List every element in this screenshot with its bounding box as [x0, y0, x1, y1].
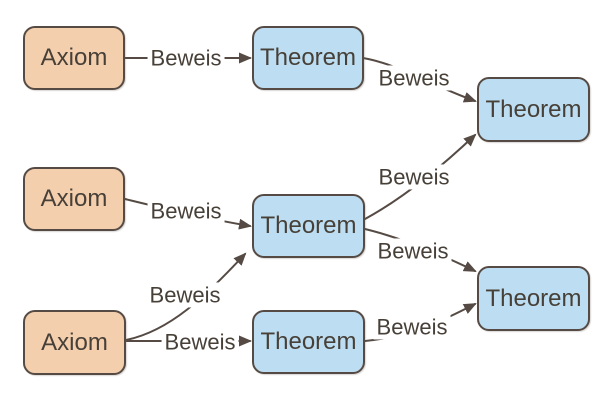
edge-label-theorem-top-to-theorem-right-upper: Beweis [375, 65, 453, 91]
node-theorem-right-upper: Theorem [477, 77, 590, 142]
node-axiom-top-left: Axiom [23, 26, 125, 90]
edge-label-axiom-top-to-theorem-top: Beweis [147, 45, 225, 71]
node-theorem-top-center: Theorem [252, 26, 364, 90]
edge-label-theorem-center-to-theorem-right-lower: Beweis [374, 238, 452, 264]
edge-label-theorem-bottom-to-theorem-right-lower: Beweis [373, 314, 451, 340]
node-theorem-center: Theorem [252, 194, 365, 258]
node-axiom-bottom-left: Axiom [23, 310, 126, 375]
edge-label-theorem-center-to-theorem-right-upper: Beweis [375, 164, 453, 190]
arrow-axiom-bottom-to-theorem-center [125, 252, 247, 341]
edge-label-axiom-middle-to-theorem-center: Beweis [147, 198, 225, 224]
node-axiom-middle-left: Axiom [23, 167, 125, 231]
node-theorem-bottom-center: Theorem [252, 310, 365, 374]
node-theorem-right-lower: Theorem [477, 266, 590, 331]
edge-label-axiom-bottom-to-theorem-bottom: Beweis [161, 329, 239, 355]
edge-label-axiom-bottom-to-theorem-center: Beweis [146, 282, 224, 308]
